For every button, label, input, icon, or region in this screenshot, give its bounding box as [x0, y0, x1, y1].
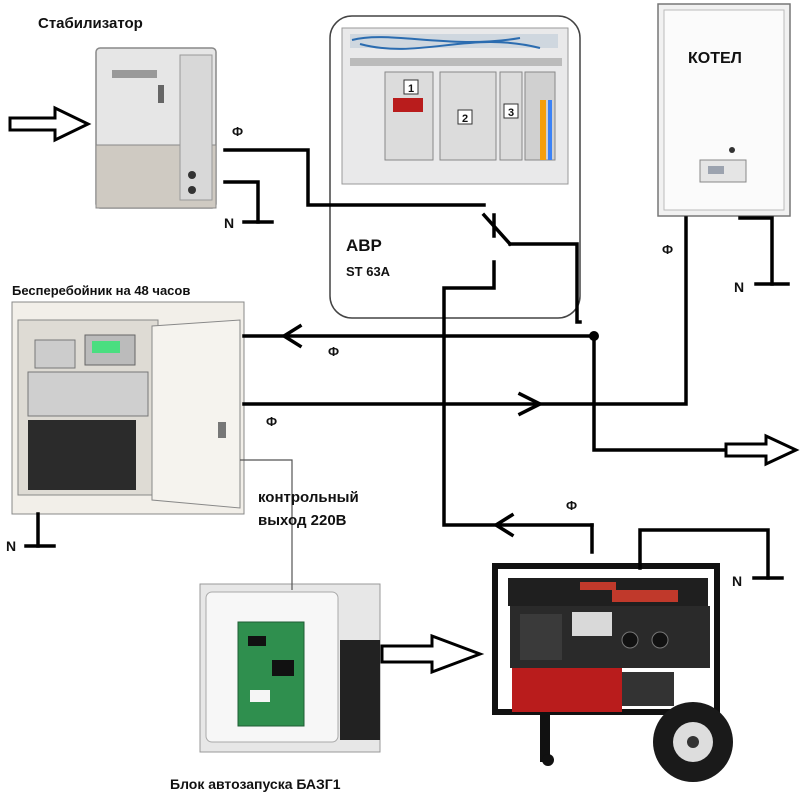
ats-module-badge-2: 2: [457, 109, 473, 125]
stabilizer-unit: [95, 47, 217, 209]
ats-name-label: АВР: [346, 236, 382, 255]
ups-label: Бесперебойник на 48 часов: [12, 283, 190, 298]
boiler-unit: [657, 3, 791, 217]
output-hollow-arrow: [724, 433, 800, 467]
neutral-label-generator: N: [732, 573, 742, 589]
neutral-label-boiler: N: [734, 279, 744, 295]
ats-cabinet: [341, 27, 569, 185]
svg-text:1: 1: [408, 83, 414, 95]
phase-label-ups-in: Ф: [328, 344, 339, 359]
generator-unit: [492, 563, 733, 782]
ats-module-badge-1: 1: [403, 79, 419, 95]
autostart-label: Блок автозапуска БАЗГ1: [170, 776, 341, 792]
arrow-to-boiler: [517, 391, 544, 417]
phase-label-ups-out: Ф: [266, 414, 277, 429]
svg-text:3: 3: [508, 107, 514, 119]
arrow-from-generator: [492, 512, 515, 538]
ats-module-badge-3: 3: [503, 103, 519, 119]
phase-label-generator: Ф: [566, 498, 577, 513]
autostart-block: [199, 583, 381, 753]
ats-model-label: ST 63A: [346, 264, 391, 279]
phase-label-stabilizer: Ф: [232, 124, 243, 139]
ups-cabinet: [11, 301, 245, 515]
neutral-label-ups: N: [6, 538, 16, 554]
control-output-label-line1: контрольный: [258, 489, 359, 506]
svg-text:2: 2: [462, 113, 468, 125]
wire-arrows: [280, 323, 544, 538]
boiler-label: КОТЕЛ: [688, 50, 742, 67]
autostart-to-generator-arrow: [380, 633, 485, 675]
ats-frame: [329, 15, 581, 319]
mains-input-arrow: [8, 105, 92, 143]
phase-label-boiler: Ф: [662, 242, 673, 257]
stabilizer-label: Стабилизатор: [38, 15, 143, 32]
arrow-to-ups: [280, 323, 303, 349]
neutral-label-stabilizer: N: [224, 215, 234, 231]
control-output-label-line2: выход 220В: [258, 512, 347, 529]
